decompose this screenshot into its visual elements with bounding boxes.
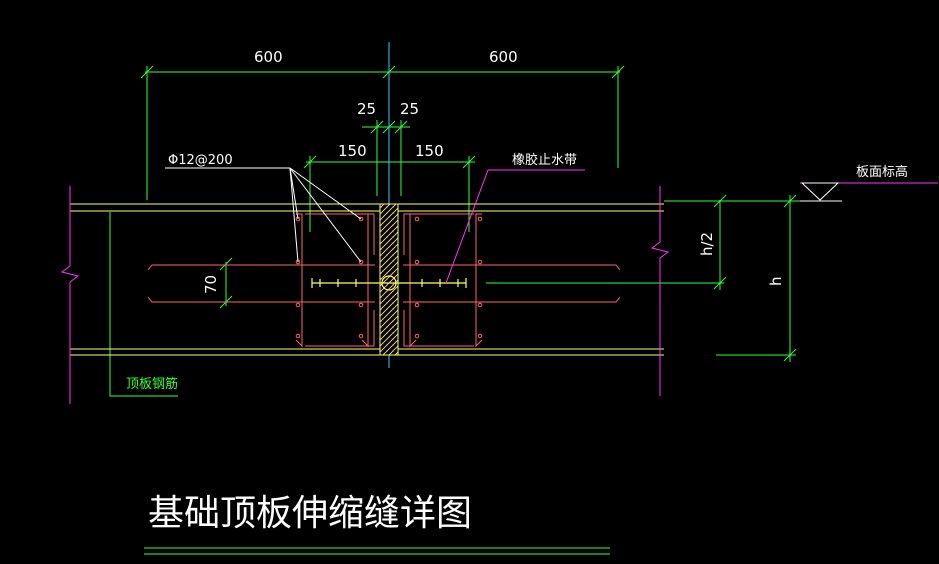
slab-elevation-label: 板面标高 [856,164,908,180]
dim-bar-right-150: 150 [415,142,444,160]
rebar [147,213,621,348]
dim-left-600: 600 [254,48,283,66]
dim-bar-left-150: 150 [338,142,367,160]
slab-rebar-label: 顶板钢筋 [126,376,178,392]
dim-gap-right-25: 25 [400,100,419,118]
dim-half-height: h/2 [698,232,716,256]
dim-depth-70: 70 [202,275,220,294]
joint-filler [379,203,399,356]
title-underline [144,547,610,555]
slab-outline [70,203,664,356]
rubber-waterstop [311,275,467,291]
dim-height: h [767,276,785,286]
dim-gap-left-25: 25 [357,100,376,118]
rebar-spec-label: Φ12@200 [168,153,233,168]
elevation-symbol [800,182,842,202]
dim-right-600: 600 [489,48,518,66]
waterstop-leader [445,169,938,284]
leader-lines [165,167,362,263]
break-lines [60,186,670,404]
drawing-title: 基础顶板伸缩缝详图 [148,493,472,534]
waterstop-label: 橡胶止水带 [512,152,577,168]
rebar-dots [295,216,483,339]
